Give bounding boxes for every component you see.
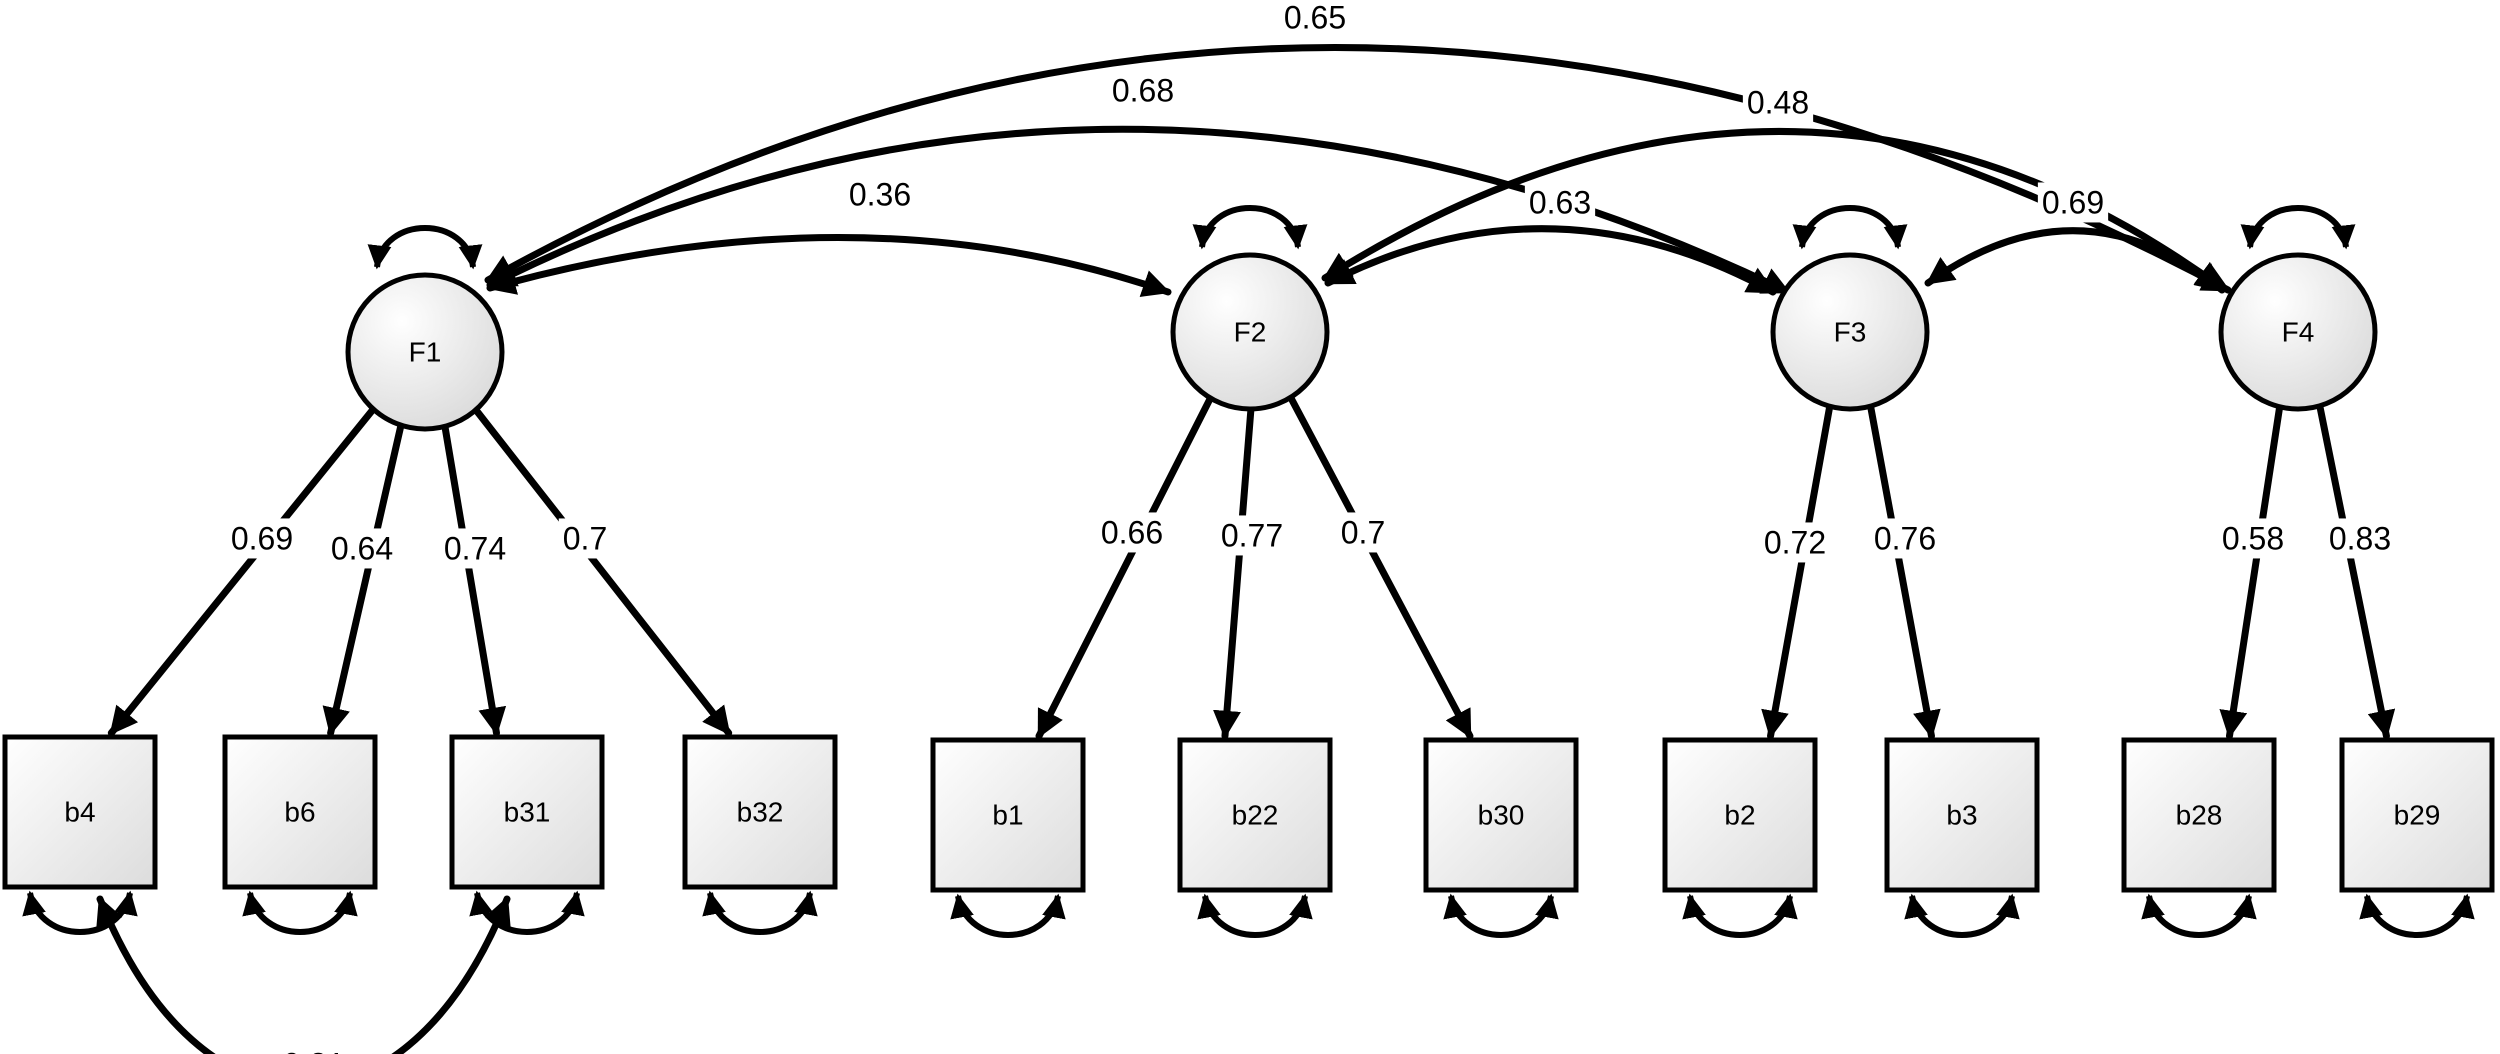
factor-variance-loop bbox=[1192, 205, 1308, 250]
covariance-label-f1-f3-bg bbox=[1107, 70, 1179, 111]
indicator-label-b3: b3 bbox=[1946, 799, 1977, 830]
loading-label-f1-b4: 0.69 bbox=[231, 520, 293, 556]
indicator-label-b6: b6 bbox=[284, 796, 315, 827]
indicator-box-b31 bbox=[449, 734, 605, 890]
loading-label-f1-b32: 0.7 bbox=[563, 520, 607, 556]
residual-covariance-b4-b31 bbox=[96, 895, 511, 1054]
loading-label-f2-b30: 0.7 bbox=[1341, 514, 1385, 550]
indicator-box-b22 bbox=[1177, 737, 1333, 893]
factor-variance-loop bbox=[2240, 205, 2356, 250]
residual-loop-b1 bbox=[950, 893, 1066, 938]
residual-loop-b28 bbox=[2141, 893, 2257, 938]
loading-arrow-f3-b2 bbox=[1761, 402, 1834, 740]
loading-label-f3-b2-bg bbox=[1759, 522, 1831, 563]
indicator-label-b2: b2 bbox=[1724, 799, 1755, 830]
covariance-curve-f3-f4 bbox=[1924, 227, 2226, 294]
covariance-label-f1-f3: 0.68 bbox=[1112, 72, 1174, 108]
factor-label-f4: F4 bbox=[2282, 316, 2315, 347]
loading-label-f2-b22: 0.77 bbox=[1221, 517, 1283, 553]
indicator-box-b6 bbox=[222, 734, 378, 890]
indicator-label-b32: b32 bbox=[737, 796, 784, 827]
loading-arrow-f1-b6 bbox=[322, 421, 405, 737]
covariance-label-f1-f4: 0.65 bbox=[1284, 0, 1346, 35]
loading-arrow-f1-b31 bbox=[441, 422, 507, 737]
indicator-box-b4 bbox=[2, 734, 158, 890]
residual-covariance-label-b4-b31-bg bbox=[268, 1044, 349, 1054]
residual-loop-b29 bbox=[2359, 893, 2475, 938]
loading-label-f1-b31: 0.74 bbox=[444, 530, 506, 566]
loading-arrow-f2-b22 bbox=[1213, 405, 1255, 740]
indicator-box-b3 bbox=[1884, 737, 2040, 893]
covariance-label-f2-f3-bg bbox=[1524, 182, 1596, 223]
loading-label-f2-b22-bg bbox=[1216, 515, 1288, 556]
residual-covariance-label-b4-b31: -0.31 bbox=[272, 1046, 345, 1054]
loading-label-f3-b3-bg bbox=[1869, 518, 1941, 559]
loading-label-f3-b2: 0.72 bbox=[1764, 524, 1826, 560]
loading-arrow-f4-b28 bbox=[2219, 403, 2284, 740]
residual-loop-b32 bbox=[702, 890, 818, 935]
loading-label-f4-b29-bg bbox=[2324, 518, 2396, 559]
residual-loop-b2 bbox=[1682, 893, 1798, 938]
indicator-label-b29: b29 bbox=[2394, 799, 2441, 830]
factor-variance-loop bbox=[1792, 205, 1908, 250]
factor-variance-loop bbox=[367, 225, 483, 270]
indicator-box-b32 bbox=[682, 734, 838, 890]
covariance-label-f2-f3: 0.63 bbox=[1529, 184, 1591, 220]
loading-arrow-f1-b4 bbox=[107, 405, 377, 737]
covariance-label-f2-f4-bg bbox=[1742, 82, 1814, 123]
loading-label-f1-b6-bg bbox=[326, 528, 398, 569]
loading-arrow-f4-b29 bbox=[2316, 402, 2396, 740]
indicator-label-b1: b1 bbox=[992, 799, 1023, 830]
factor-node-f4 bbox=[2218, 252, 2378, 412]
loading-label-f4-b29: 0.83 bbox=[2329, 520, 2391, 556]
factor-node-f1 bbox=[345, 272, 505, 432]
residual-loop-b22 bbox=[1197, 893, 1313, 938]
indicator-label-b22: b22 bbox=[1232, 799, 1279, 830]
factor-label-f3: F3 bbox=[1834, 316, 1867, 347]
indicator-label-b28: b28 bbox=[2176, 799, 2223, 830]
loading-label-f4-b28: 0.58 bbox=[2222, 520, 2284, 556]
loading-label-f1-b4-bg bbox=[226, 518, 298, 559]
loading-label-f3-b3: 0.76 bbox=[1874, 520, 1936, 556]
covariance-curve-f1-f4 bbox=[484, 44, 2232, 294]
residual-loop-b6 bbox=[242, 890, 358, 935]
indicator-label-b30: b30 bbox=[1478, 799, 1525, 830]
covariance-label-f1-f4-bg bbox=[1279, 0, 1351, 38]
factor-node-f3 bbox=[1770, 252, 1930, 412]
loading-label-f1-b6: 0.64 bbox=[331, 530, 393, 566]
indicator-box-b29 bbox=[2339, 737, 2495, 893]
covariance-label-f2-f4: 0.48 bbox=[1747, 84, 1809, 120]
loading-label-f2-b30-bg bbox=[1336, 512, 1390, 553]
indicator-label-b4: b4 bbox=[64, 796, 95, 827]
indicator-label-b31: b31 bbox=[504, 796, 551, 827]
residual-loop-b3 bbox=[1904, 893, 2020, 938]
loading-label-f4-b28-bg bbox=[2217, 518, 2289, 559]
covariance-label-f3-f4: 0.69 bbox=[2042, 184, 2104, 220]
loading-arrow-f1-b32 bbox=[472, 406, 733, 737]
indicator-box-b2 bbox=[1662, 737, 1818, 893]
covariance-label-f1-f2: 0.36 bbox=[849, 176, 911, 212]
loading-label-f1-b31-bg bbox=[439, 528, 511, 569]
loading-arrow-f3-b3 bbox=[1867, 402, 1941, 740]
loading-arrow-f2-b1 bbox=[1035, 394, 1214, 740]
factor-node-f2 bbox=[1170, 252, 1330, 412]
indicator-box-b1 bbox=[930, 737, 1086, 893]
covariance-label-f3-f4-bg bbox=[2037, 182, 2109, 223]
factor-label-f2: F2 bbox=[1234, 316, 1267, 347]
residual-loop-b30 bbox=[1443, 893, 1559, 938]
loading-arrow-f2-b30 bbox=[1287, 393, 1474, 740]
indicator-box-b28 bbox=[2121, 737, 2277, 893]
covariance-label-f1-f2-bg bbox=[844, 174, 916, 215]
loading-label-f1-b32-bg bbox=[558, 518, 612, 559]
loading-label-f2-b1: 0.66 bbox=[1101, 514, 1163, 550]
covariance-curve-f1-f2 bbox=[486, 233, 1172, 297]
factor-label-f1: F1 bbox=[409, 336, 442, 367]
indicator-box-b30 bbox=[1423, 737, 1579, 893]
loading-label-f2-b1-bg bbox=[1096, 512, 1168, 553]
